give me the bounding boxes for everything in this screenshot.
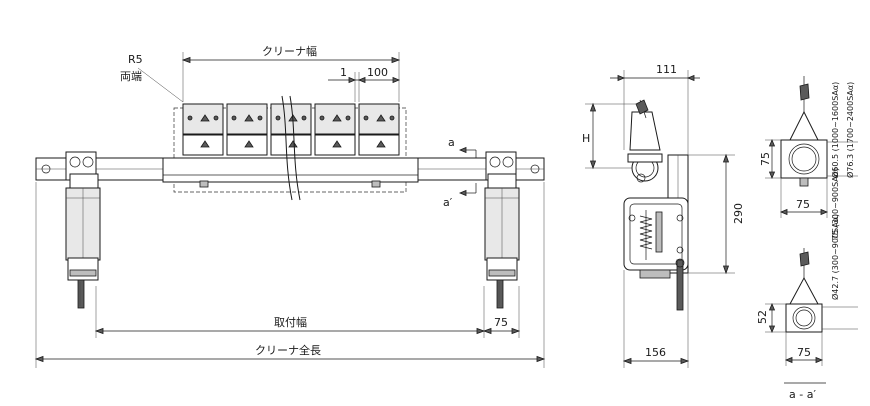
dim-mounting-width: 取付幅 [274,316,307,329]
side-view: 111 H 290 156 [582,63,745,368]
dia-60-5: Ø60.5 (1000~1600SAα) [830,82,840,178]
dim-156: 156 [645,346,666,359]
dim-290: 290 [732,203,745,224]
dim-111: 111 [656,63,677,76]
blade-row [182,103,400,156]
square-tube-large [780,139,828,179]
dia-42-7: Ø42.7 (300~900SAα) [830,214,840,300]
pipe-end-hole-right [530,164,540,174]
break-line [281,95,293,201]
round-pipe-small [792,306,816,330]
dim-1: 1 [340,66,347,79]
section-label-aa: a - a′ [789,388,816,401]
dim-75-front: 75 [494,316,508,329]
section-view-lower: 52 75 Ø42.7 (300~900SAα) a - a′ [756,214,858,401]
label-r5: R5 [128,53,143,66]
right-tensioner [484,151,520,309]
label-both-ends: 両端 [120,70,142,83]
dim-75-small: 75 [797,346,811,359]
dia-76-3: Ø76.3 (1700~2400SAα) [845,82,855,178]
round-pipe-large [788,143,820,175]
dim-cleaner-total-length: クリーナ全長 [255,343,321,357]
square-tube-small [785,303,823,333]
dim-h: H [582,132,590,145]
section-view-upper: 75 75 Ø60.5 (1000~1600SAα) Ø76.3 (1700~2… [759,76,858,240]
sec-range-900: 75 (300~900SAα) [831,168,840,240]
dim-cleaner-width: クリーナ幅 [262,45,317,58]
section-mark-a-prime: a′ [443,196,453,209]
dim-75-section-height: 75 [759,152,772,166]
dim-52: 52 [756,310,769,324]
front-view: R5 両端 クリーナ幅 1 100 a a′ [34,45,546,368]
dim-75-section-width: 75 [796,198,810,211]
left-tensioner [65,151,101,309]
dim-100: 100 [367,66,388,79]
blade-base-plate [162,157,419,183]
pipe-end-hole-left [41,164,51,174]
section-mark-a: a [448,136,455,149]
